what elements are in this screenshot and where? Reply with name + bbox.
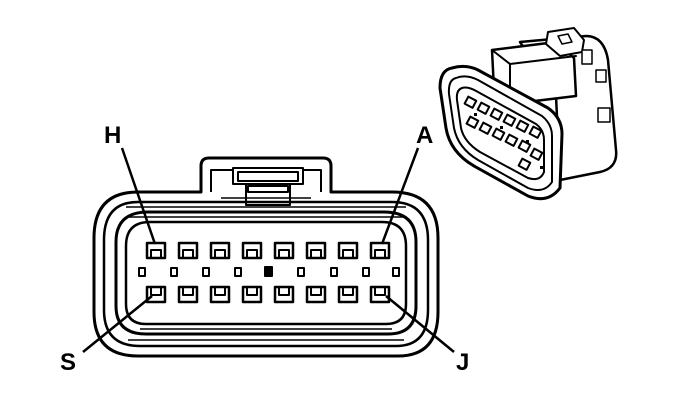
cavity-E — [241, 241, 263, 260]
connector-isometric-view — [438, 27, 618, 201]
cavity-P — [209, 285, 231, 304]
locking-tab — [210, 167, 322, 206]
upper-cavity-row — [145, 241, 391, 260]
connector-face-view — [92, 156, 440, 358]
iso-keying-dots — [474, 113, 543, 169]
iso-lower-cavities — [465, 115, 544, 171]
leader-H — [120, 147, 157, 245]
label-S: S — [60, 349, 76, 376]
iso-lock-tab — [545, 27, 585, 57]
cavity-A — [369, 241, 391, 260]
label-H: H — [104, 122, 121, 149]
connector-outer-shell — [92, 156, 440, 358]
callout-leaders — [82, 147, 455, 353]
cavity-J — [369, 285, 391, 304]
connector-inner-body — [114, 210, 418, 336]
terminal-housing — [124, 220, 408, 326]
connector-shell-contour — [102, 200, 430, 348]
lower-cavity-row — [145, 285, 391, 304]
leader-A — [380, 147, 420, 245]
cavity-H — [145, 241, 167, 260]
cavity-C — [305, 241, 327, 260]
cavity-K — [337, 285, 359, 304]
leader-S — [82, 295, 153, 353]
cavity-R — [177, 285, 199, 304]
iso-shell-contour — [447, 75, 553, 191]
cavity-M — [273, 285, 295, 304]
cavity-N — [241, 285, 263, 304]
cavity-S — [145, 285, 167, 304]
cavity-L — [305, 285, 327, 304]
label-A: A — [416, 122, 433, 149]
cavity-F — [209, 241, 231, 260]
cavity-B — [337, 241, 359, 260]
cavity-G — [177, 241, 199, 260]
label-J: J — [456, 349, 469, 376]
iso-upper-cavities — [463, 95, 543, 139]
cavity-D — [273, 241, 295, 260]
iso-terminal-face — [455, 86, 545, 181]
leader-J — [385, 295, 455, 353]
keying-slots — [138, 266, 400, 277]
